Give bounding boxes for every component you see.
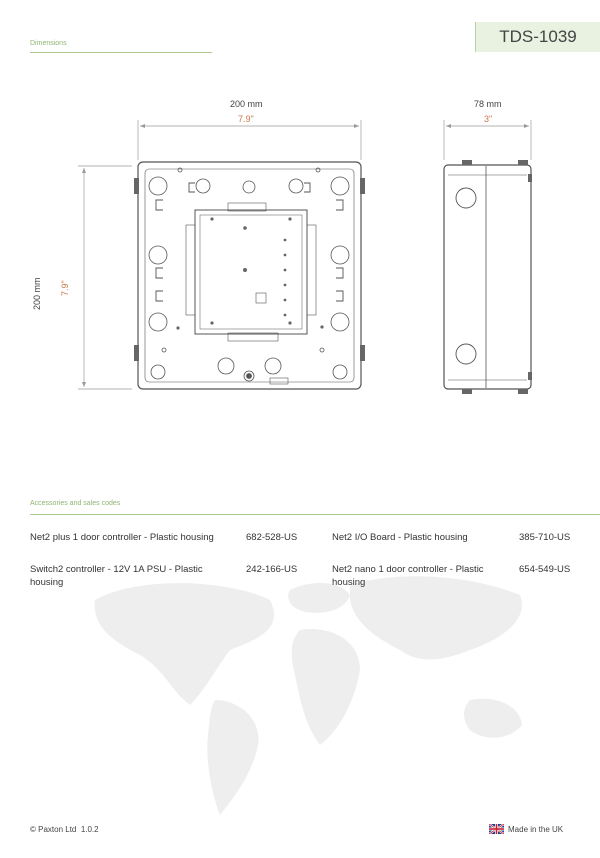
accessory-name-1: Net2 plus 1 door controller - Plastic ho… bbox=[30, 532, 214, 543]
accessory-code-3: 242-166-US bbox=[246, 564, 298, 575]
technical-drawing bbox=[78, 120, 532, 394]
uk-flag-icon bbox=[489, 824, 504, 834]
side-view bbox=[443, 160, 532, 394]
depth-inch-label: 3" bbox=[484, 114, 493, 124]
made-in-text: Made in the UK bbox=[508, 825, 564, 834]
dimension-lines bbox=[78, 120, 532, 390]
accessories-rule bbox=[30, 514, 600, 515]
document-code: TDS-1039 bbox=[475, 22, 600, 52]
dimension-arrows bbox=[82, 124, 529, 387]
accessory-name-3: Switch2 controller - 12V 1A PSU - Plasti… bbox=[30, 564, 203, 588]
header-rule bbox=[30, 52, 212, 53]
width-inch-label: 7.9" bbox=[238, 114, 254, 124]
accessory-code-1: 682-528-US bbox=[246, 532, 298, 543]
accessory-name-4: Net2 nano 1 door controller - Plastic ho… bbox=[332, 564, 484, 588]
accessory-name-2: Net2 I/O Board - Plastic housing bbox=[332, 532, 468, 543]
front-view bbox=[134, 161, 365, 390]
section-label-dimensions: Dimensions bbox=[30, 40, 67, 47]
accessory-code-2: 385-710-US bbox=[519, 532, 571, 543]
width-mm-label: 200 mm bbox=[230, 99, 263, 109]
section-label-accessories: Accessories and sales codes bbox=[30, 500, 121, 507]
depth-mm-label: 78 mm bbox=[474, 99, 502, 109]
accessory-code-4: 654-549-US bbox=[519, 564, 571, 575]
copyright-text: © Paxton Ltd 1.0.2 bbox=[30, 825, 99, 834]
